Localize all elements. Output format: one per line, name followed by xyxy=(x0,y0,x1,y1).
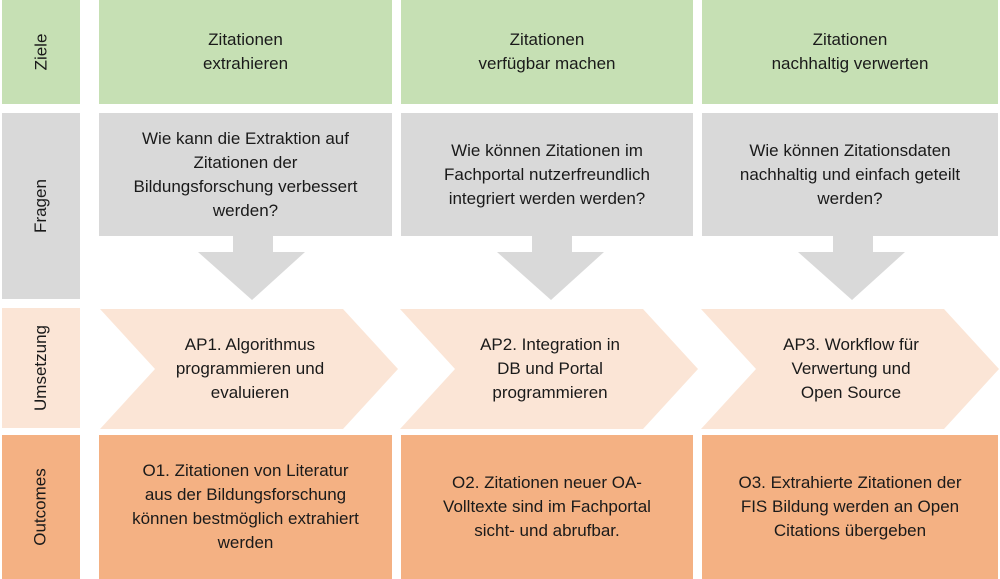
row-label-umsetzung: Umsetzung xyxy=(31,325,51,411)
umsetzung-box-1: AP1. Algorithmus programmieren und evalu… xyxy=(175,335,325,402)
umsetzung-box-2: AP2. Integration in DB und Portal progra… xyxy=(480,335,620,402)
chevron-2 xyxy=(400,309,698,429)
row-label-ziele: Ziele xyxy=(30,33,50,71)
umsetzung-box-3: AP3. Workflow für Verwertung und Open So… xyxy=(783,335,919,402)
frage-box-3: Wie können Zitationsdaten nachhaltig und… xyxy=(702,113,998,236)
ziel-box-1: Zitationen extrahieren xyxy=(99,0,392,104)
chevron-1 xyxy=(100,309,398,429)
ziel-box-2: Zitationen verfügbar machen xyxy=(401,0,693,104)
row-label-fragen: Fragen xyxy=(31,179,50,233)
row-label-bg-fragen xyxy=(2,113,80,299)
outcome-box-3: O3. Extrahierte Zitationen der FIS Bildu… xyxy=(702,435,998,579)
down-arrow-3 xyxy=(798,236,905,300)
outcome-box-1: O1. Zitationen von Literatur aus der Bil… xyxy=(99,435,392,579)
down-arrow-1 xyxy=(198,236,305,300)
row-label-outcomes: Outcomes xyxy=(30,468,50,546)
row-label-bg-umsetzung xyxy=(2,308,80,428)
chevron-3 xyxy=(701,309,999,429)
row-label-bg-ziele xyxy=(2,0,80,104)
outcome-box-2: O2. Zitationen neuer OA- Volltexte sind … xyxy=(401,435,693,579)
row-label-bg-outcomes xyxy=(2,435,80,579)
frage-box-2: Wie können Zitationen im Fachportal nutz… xyxy=(401,113,693,236)
ziel-box-3: Zitationen nachhaltig verwerten xyxy=(702,0,998,104)
frage-box-1: Wie kann die Extraktion auf Zitationen d… xyxy=(99,113,392,236)
down-arrow-2 xyxy=(497,236,604,300)
